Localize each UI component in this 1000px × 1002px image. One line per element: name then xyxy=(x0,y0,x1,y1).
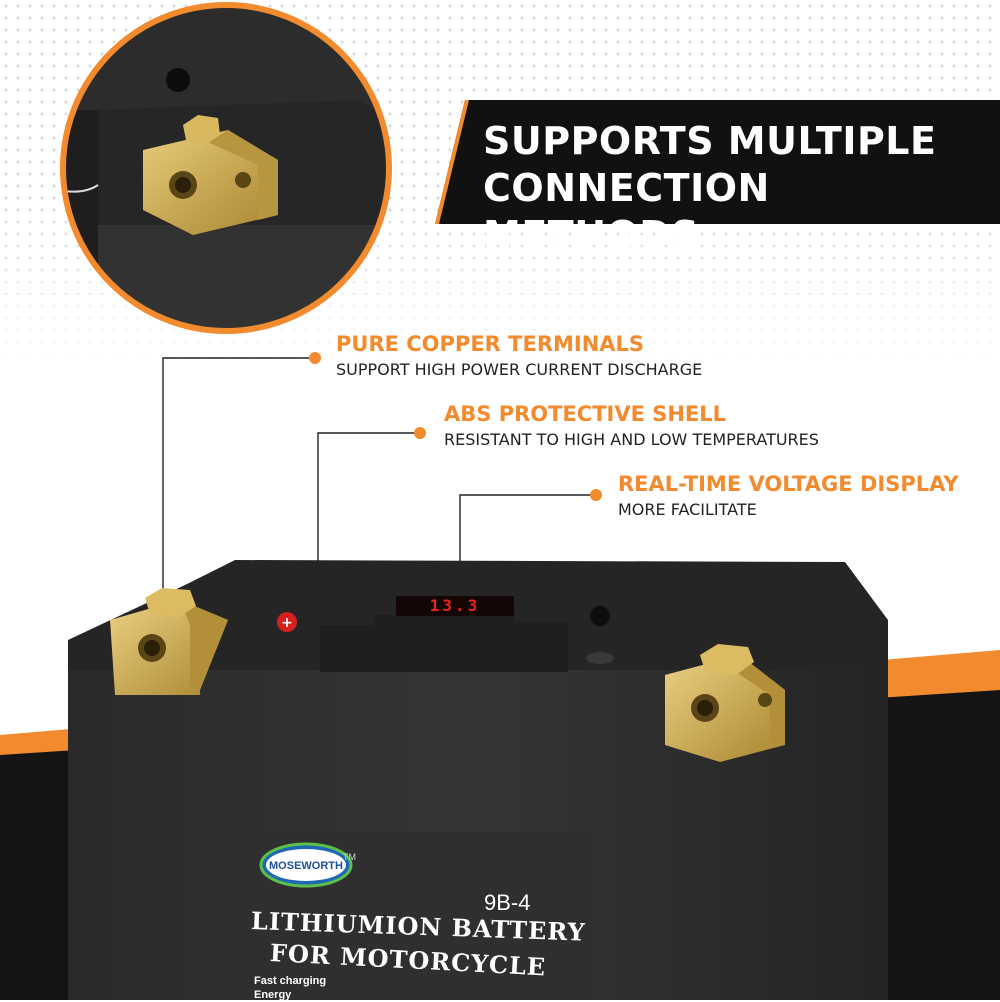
feature-abs-shell: ABS PROTECTIVE SHELL RESISTANT TO HIGH A… xyxy=(444,402,819,450)
feature-subtitle: SUPPORT HIGH POWER CURRENT DISCHARGE xyxy=(336,360,703,379)
headline-line-2: CONNECTION METHODS xyxy=(483,166,770,257)
terminal-zoom-circle xyxy=(60,2,392,334)
brand-logo: MOSEWORTH xyxy=(259,842,353,888)
svg-text:+: + xyxy=(281,615,293,631)
feature-voltage-display: REAL-TIME VOLTAGE DISPLAY MORE FACILITAT… xyxy=(618,472,959,520)
feature-bullets: Fast charging Energy xyxy=(254,974,326,1002)
feature-copper-terminals: PURE COPPER TERMINALS SUPPORT HIGH POWER… xyxy=(336,332,702,380)
headline: SUPPORTS MULTIPLE CONNECTION METHODS xyxy=(483,118,983,259)
feature-title: REAL-TIME VOLTAGE DISPLAY xyxy=(618,472,959,496)
feature-title: PURE COPPER TERMINALS xyxy=(336,332,645,356)
headline-line-1: SUPPORTS MULTIPLE xyxy=(483,119,937,163)
svg-text:MOSEWORTH: MOSEWORTH xyxy=(269,860,343,872)
trademark-mark: TM xyxy=(343,852,356,862)
voltage-readout: 13.3 xyxy=(429,596,481,615)
bullet-item: Energy xyxy=(254,989,292,1001)
feature-subtitle: RESISTANT TO HIGH AND LOW TEMPERATURES xyxy=(444,430,819,449)
model-number: 9B-4 xyxy=(484,890,531,915)
feature-title: ABS PROTECTIVE SHELL xyxy=(444,402,727,426)
feature-subtitle: MORE FACILITATE xyxy=(618,500,757,519)
bullet-item: Fast charging xyxy=(254,975,327,987)
headline-banner xyxy=(435,100,1000,224)
